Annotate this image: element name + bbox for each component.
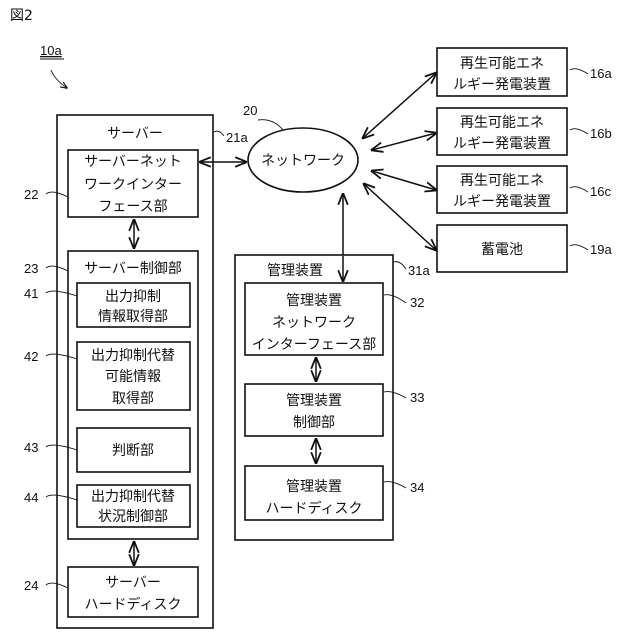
manager-control-text: 管理装置 [286,393,342,409]
system-ref-arrow [51,70,67,88]
ref-43: 43 [24,440,38,455]
unit-text: 可能情報 [105,369,161,385]
ref-16c: 16c [590,184,611,199]
server-control-title: サーバー制御部 [84,261,182,277]
manager-disk-text: 管理装置 [286,479,342,495]
ref-24: 24 [24,578,38,593]
leader [570,245,588,250]
ref-19a: 19a [590,242,612,257]
manager-nif-text: 管理装置 [286,293,342,309]
disk-text: サーバー [105,575,161,591]
ref-32: 32 [410,295,424,310]
arrow-network-16c [372,171,436,190]
manager-title: 管理装置 [267,263,323,279]
leader [394,262,406,269]
server-ref: 21a [226,130,248,145]
manager-nif-text: ネットワーク [272,315,356,331]
server-nif-line: サーバーネット [84,154,182,170]
system-ref: 10a [40,43,62,58]
network-label: ネットワーク [261,153,345,169]
leader [214,131,224,136]
arrow-network-16a [363,73,436,138]
device-text: 再生可能エネ [460,173,544,189]
server-title: サーバー [107,126,163,142]
device-text: ルギー発電装置 [453,194,551,210]
unit-text: 出力抑制代替 [91,348,175,364]
disk-text: ハードディスク [84,596,181,613]
figure-label: 図2 [10,8,33,24]
leader [570,187,588,192]
unit-text: 出力抑制代替 [91,489,175,505]
unit-text: 状況制御部 [98,509,168,525]
unit-text: 出力抑制 [105,289,161,305]
ref-42: 42 [24,349,38,364]
ref-22: 22 [24,187,38,202]
leader [258,120,283,130]
ref-33: 33 [410,390,424,405]
ref-31a: 31a [408,263,430,278]
manager-disk-text: ハードディスク [265,500,362,517]
leader [570,69,588,74]
server-nif-line: フェース部 [98,199,167,215]
ref-44: 44 [24,490,38,505]
unit-text: 情報取得部 [98,308,168,325]
device-text: 再生可能エネ [460,56,544,72]
unit-text: 取得部 [112,390,154,407]
server-nif-line: ワークインター [84,177,182,193]
device-text: ルギー発電装置 [453,77,551,93]
ref-34: 34 [410,480,424,495]
device-text: 再生可能エネ [460,115,544,131]
unit-text: 判断部 [112,443,154,459]
arrow-network-16b [372,133,436,150]
ref-20: 20 [243,103,257,118]
ref-23: 23 [24,261,38,276]
manager-control-text: 制御部 [293,415,335,431]
manager-nif-text: インターフェース部 [252,337,376,353]
ref-41: 41 [24,286,38,301]
arrow-network-19a [364,184,436,250]
device-text: 蓄電池 [481,242,523,258]
ref-16a: 16a [590,66,612,81]
ref-16b: 16b [590,126,612,141]
leader [570,129,588,134]
device-text: ルギー発電装置 [453,136,551,152]
